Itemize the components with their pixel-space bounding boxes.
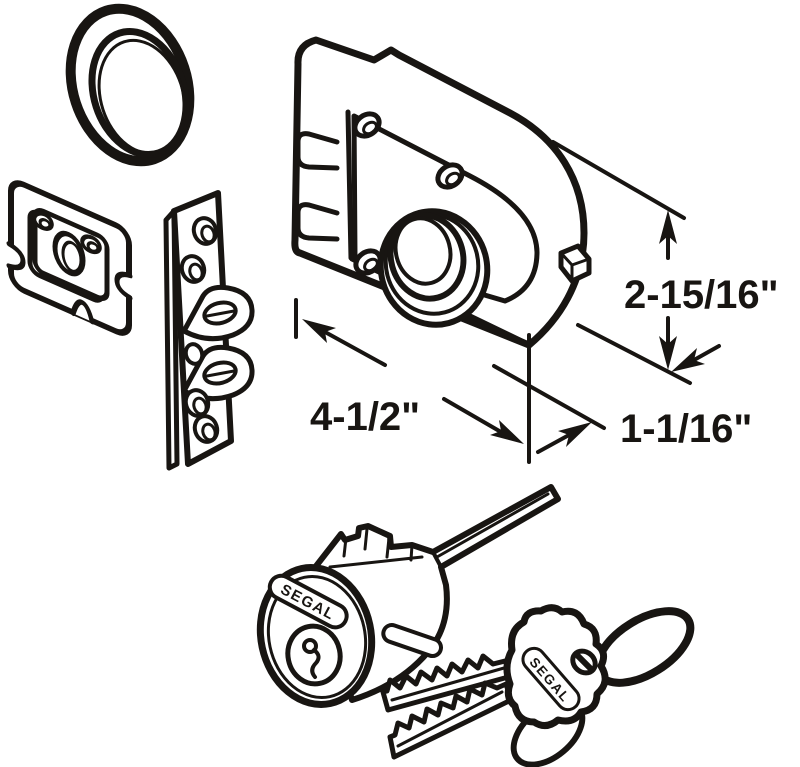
bolt-tab <box>558 243 592 284</box>
extension-line-thickness <box>492 364 606 430</box>
body-screw-boss <box>352 111 382 139</box>
dimension-annotations: 2-15/16" 4-1/2" 1-1/16" <box>294 140 779 464</box>
tailpiece-root <box>431 550 443 569</box>
cylinder-groove <box>381 623 443 659</box>
lock-body <box>291 36 592 349</box>
side-slot <box>295 202 340 242</box>
dimension-width: 4-1/2" <box>302 319 524 444</box>
arrow-down-icon <box>659 336 677 370</box>
strike-screw-hole <box>191 216 219 246</box>
plate-screw-hole <box>80 234 102 255</box>
pin-housing-lines <box>328 527 424 569</box>
side-slot <box>295 131 340 171</box>
dimension-thickness: 1-1/16" <box>536 344 752 454</box>
arrow-down-left-icon <box>671 348 705 372</box>
arrow-up-right-icon <box>558 422 592 447</box>
arrow-up-icon <box>659 210 677 244</box>
extension-line-top <box>551 140 686 220</box>
arrow-down-right-icon <box>490 420 524 444</box>
staple-hole <box>183 342 205 366</box>
strike-screw-hole <box>192 414 220 444</box>
body-screw-boss <box>353 248 383 276</box>
plate-screw-hole <box>32 211 54 231</box>
arrow-up-left-icon <box>302 319 336 343</box>
staple-loop <box>181 284 255 342</box>
keyway <box>285 623 343 687</box>
spindle-hole <box>52 230 86 277</box>
keys: SEGAL <box>380 604 695 767</box>
strike-screw-hole <box>179 254 207 284</box>
width-dimension-label: 4-1/2" <box>310 395 420 439</box>
thumbturn <box>377 208 491 328</box>
height-dimension-label: 2-15/16" <box>624 273 779 317</box>
tailpiece-edge <box>435 492 550 559</box>
thickness-dimension-label: 1-1/16" <box>620 407 752 451</box>
dimension-height: 2-15/16" <box>624 210 779 370</box>
strike-plate <box>163 190 255 471</box>
extension-line-bottom <box>576 323 692 385</box>
trim-ring <box>65 3 195 167</box>
body-screw-boss <box>435 162 465 190</box>
mounting-plate <box>6 180 133 336</box>
lock-cylinder: SEGAL <box>256 484 561 708</box>
